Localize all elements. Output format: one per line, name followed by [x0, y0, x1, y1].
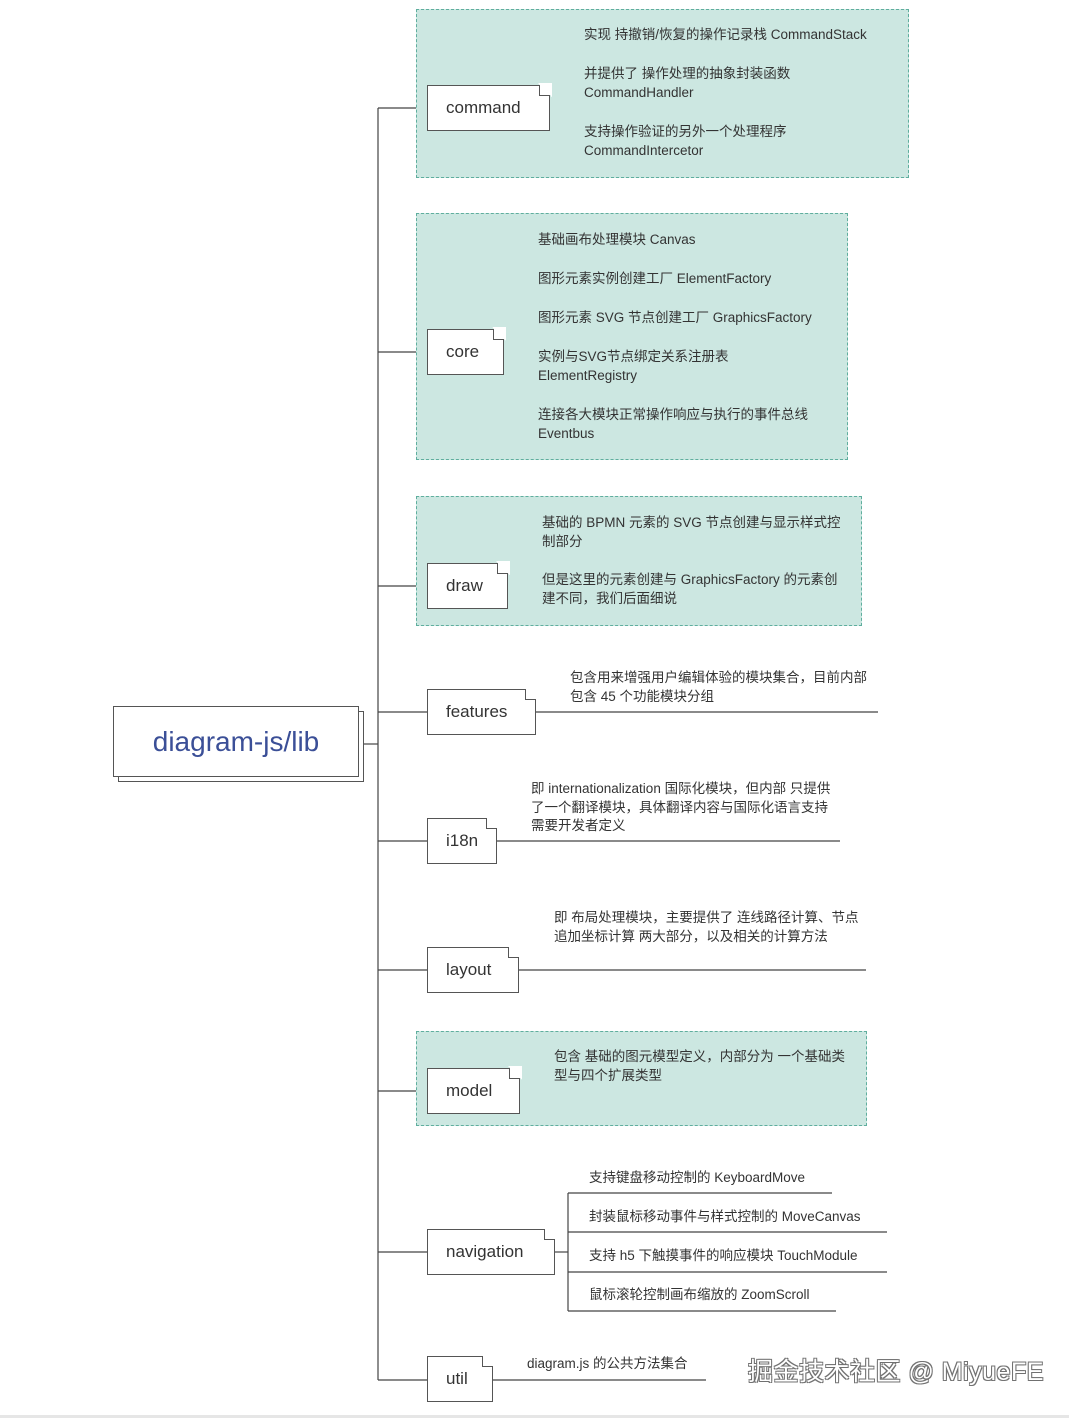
leaf-navigation-keyboard: 支持键盘移动控制的 KeyboardMove — [589, 1170, 806, 1185]
node-model[interactable]: model — [427, 1066, 522, 1114]
watermark: 掘金技术社区 @ MiyueFE — [748, 1358, 1044, 1386]
fold-corner — [508, 1066, 522, 1080]
fold-corner — [538, 83, 552, 97]
fold-corner — [496, 561, 510, 575]
leaf-core-graphics-factory: 图形元素 SVG 节点创建工厂 GraphicsFactory — [538, 310, 812, 325]
leaf-navigation-movecanvas: 封装鼠标移动事件与样式控制的 MoveCanvas — [589, 1209, 861, 1224]
root-label: diagram-js/lib — [152, 725, 320, 757]
leaf-draw-bpmn: 基础的 BPMN 元素的 SVG 节点创建与显示样式控制部分 — [542, 515, 841, 549]
node-util[interactable]: util — [427, 1354, 495, 1402]
node-navigation-label: navigation — [446, 1242, 524, 1261]
leaf-draw-difference: 但是这里的元素创建与 GraphicsFactory 的元素创建不同，我们后面细… — [542, 572, 838, 606]
root-node[interactable]: diagram-js/lib — [113, 706, 359, 777]
leaf-navigation-touch: 支持 h5 下触摸事件的响应模块 TouchModule — [589, 1248, 858, 1263]
leaf-command-interceptor: 支持操作验证的另外一个处理程序 CommandIntercetor — [584, 124, 787, 158]
node-i18n[interactable]: i18n — [427, 816, 499, 864]
node-features-label: features — [446, 702, 508, 721]
node-layout-label: layout — [446, 960, 492, 979]
leaf-navigation-zoom: 鼠标滚轮控制画布缩放的 ZoomScroll — [589, 1287, 810, 1302]
node-draw[interactable]: draw — [427, 561, 510, 609]
node-command-label: command — [446, 98, 521, 117]
node-core[interactable]: core — [427, 327, 506, 375]
leaf-i18n: 即 internationalization 国际化模块，但内部 只提供了一个翻… — [531, 781, 831, 833]
node-command[interactable]: command — [427, 83, 552, 131]
fold-corner — [481, 1354, 495, 1368]
node-layout[interactable]: layout — [427, 945, 521, 993]
node-navigation[interactable]: navigation — [427, 1227, 557, 1275]
leaf-command-stack: 实现 持撤销/恢复的操作记录栈 CommandStack — [584, 27, 867, 42]
leaf-model: 包含 基础的图元模型定义，内部分为 一个基础类型与四个扩展类型 — [554, 1049, 846, 1083]
leaf-util: diagram.js 的公共方法集合 — [527, 1356, 688, 1371]
leaf-core-element-factory: 图形元素实例创建工厂 ElementFactory — [538, 271, 772, 286]
fold-corner — [492, 327, 506, 341]
fold-corner — [507, 945, 521, 959]
fold-corner — [524, 687, 538, 701]
node-model-label: model — [446, 1081, 493, 1100]
node-util-label: util — [446, 1369, 468, 1388]
fold-corner — [485, 816, 499, 830]
leaf-command-handler: 并提供了 操作处理的抽象封装函数 CommandHandler — [584, 66, 791, 100]
bottom-divider — [0, 1415, 1069, 1418]
node-i18n-label: i18n — [446, 831, 479, 850]
node-features[interactable]: features — [427, 687, 538, 735]
fold-corner — [543, 1227, 557, 1241]
leaf-layout: 即 布局处理模块，主要提供了 连线路径计算、节点追加坐标计算 两大部分，以及相关… — [554, 910, 859, 944]
leaf-core-eventbus: 连接各大模块正常操作响应与执行的事件总线 Eventbus — [538, 407, 808, 441]
leaf-core-canvas: 基础画布处理模块 Canvas — [538, 232, 696, 247]
leaf-features: 包含用来增强用户编辑体验的模块集合，目前内部包含 45 个功能模块分组 — [570, 670, 867, 704]
node-core-label: core — [446, 342, 480, 361]
node-draw-label: draw — [446, 576, 483, 595]
leaf-core-element-registry: 实例与SVG节点绑定关系注册表 ElementRegistry — [538, 349, 729, 383]
